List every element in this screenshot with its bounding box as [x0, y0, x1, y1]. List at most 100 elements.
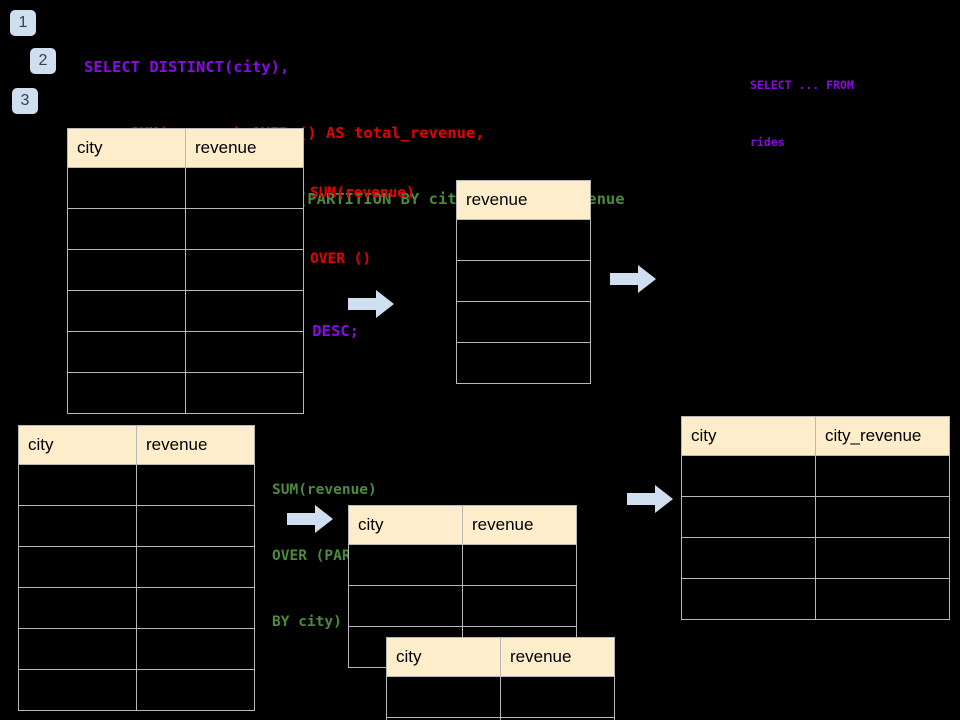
sidenote-select-from-rides: SELECT ... FROM rides	[750, 38, 854, 190]
table-cell	[185, 372, 304, 414]
table-cell	[815, 455, 950, 497]
table-row	[18, 628, 255, 670]
table-source-bottom: city revenue	[18, 425, 255, 711]
table-row	[681, 455, 950, 497]
table-cell	[386, 676, 501, 718]
table-cell	[500, 676, 615, 718]
table-cell	[18, 587, 137, 629]
arrow-source-to-partition-icon	[287, 505, 333, 533]
column-header-city-revenue: city_revenue	[815, 416, 950, 456]
table-row	[67, 290, 304, 332]
table-cell	[18, 546, 137, 588]
annotation-total-window-line-1: SUM(revenue)	[310, 185, 415, 201]
table-cell	[18, 505, 137, 547]
table-row	[681, 537, 950, 579]
table-cell	[185, 249, 304, 291]
table-cell	[136, 669, 255, 711]
table-cell	[18, 464, 137, 506]
table-cell	[67, 208, 186, 250]
column-header-city: city	[18, 425, 137, 465]
table-row	[348, 585, 577, 627]
table-cell	[185, 290, 304, 332]
table-cell	[456, 301, 591, 343]
table-cell	[500, 717, 615, 720]
table-cell	[67, 167, 186, 209]
table-row	[67, 249, 304, 291]
table-row	[386, 676, 615, 718]
column-header-city: city	[681, 416, 816, 456]
table-cell	[18, 628, 137, 670]
sidenote-line-2: rides	[750, 135, 785, 149]
table-cell	[67, 372, 186, 414]
step-badge-1: 1	[10, 10, 36, 36]
table-row	[18, 546, 255, 588]
annotation-partition-window-line-1: SUM(revenue)	[272, 482, 377, 498]
column-header-city: city	[348, 505, 463, 545]
annotation-total-window-line-2: OVER ()	[310, 251, 372, 267]
table-cell	[456, 219, 591, 261]
table-header-row: city city_revenue	[681, 416, 950, 456]
column-header-city: city	[67, 128, 186, 168]
table-header-row: city revenue	[348, 505, 577, 545]
table-row	[456, 342, 591, 384]
table-cell	[136, 587, 255, 629]
table-cell	[136, 546, 255, 588]
table-cell	[681, 496, 816, 538]
column-header-revenue: revenue	[456, 180, 591, 220]
table-cell	[18, 669, 137, 711]
table-cell	[67, 249, 186, 291]
annotation-total-window: SUM(revenue) OVER ()	[310, 138, 415, 314]
table-cell	[681, 578, 816, 620]
table-cell	[815, 537, 950, 579]
arrow-partition-to-result-icon	[627, 485, 673, 513]
column-header-revenue: revenue	[500, 637, 615, 677]
column-header-revenue: revenue	[185, 128, 304, 168]
table-cell	[462, 585, 577, 627]
sidenote-line-1: SELECT ... FROM	[750, 78, 854, 92]
annotation-partition-window-line-3: BY city)	[272, 614, 342, 630]
table-row	[18, 669, 255, 711]
table-cell	[136, 464, 255, 506]
table-row	[18, 464, 255, 506]
arrow-source-to-total-icon	[348, 290, 394, 318]
table-cell	[67, 290, 186, 332]
column-header-revenue: revenue	[462, 505, 577, 545]
table-cell	[681, 455, 816, 497]
table-cell	[136, 505, 255, 547]
table-total-revenue: revenue	[456, 180, 591, 384]
table-row	[67, 331, 304, 373]
table-cell	[67, 331, 186, 373]
table-cell	[681, 537, 816, 579]
table-cell	[348, 544, 463, 586]
table-cell	[462, 544, 577, 586]
step-badge-2: 2	[30, 48, 56, 74]
table-header-row: revenue	[456, 180, 591, 220]
table-header-row: city revenue	[67, 128, 304, 168]
table-row	[456, 219, 591, 261]
table-cell	[815, 578, 950, 620]
table-row	[18, 505, 255, 547]
table-header-row: city revenue	[18, 425, 255, 465]
table-cell	[185, 331, 304, 373]
table-cell	[185, 167, 304, 209]
table-cell	[456, 260, 591, 302]
table-row	[456, 260, 591, 302]
table-cell	[136, 628, 255, 670]
table-result: city city_revenue	[681, 416, 950, 620]
table-cell	[815, 496, 950, 538]
table-row	[386, 717, 615, 720]
table-header-row: city revenue	[386, 637, 615, 677]
column-header-city: city	[386, 637, 501, 677]
table-row	[18, 587, 255, 629]
table-row	[456, 301, 591, 343]
sql-line-select: SELECT DISTINCT(city),	[84, 58, 290, 76]
column-header-revenue: revenue	[136, 425, 255, 465]
arrow-total-to-result-icon	[610, 265, 656, 293]
table-cell	[185, 208, 304, 250]
step-badge-3: 3	[12, 88, 38, 114]
table-row	[67, 167, 304, 209]
table-cell	[456, 342, 591, 384]
table-row	[681, 578, 950, 620]
table-row	[67, 372, 304, 414]
table-row	[681, 496, 950, 538]
